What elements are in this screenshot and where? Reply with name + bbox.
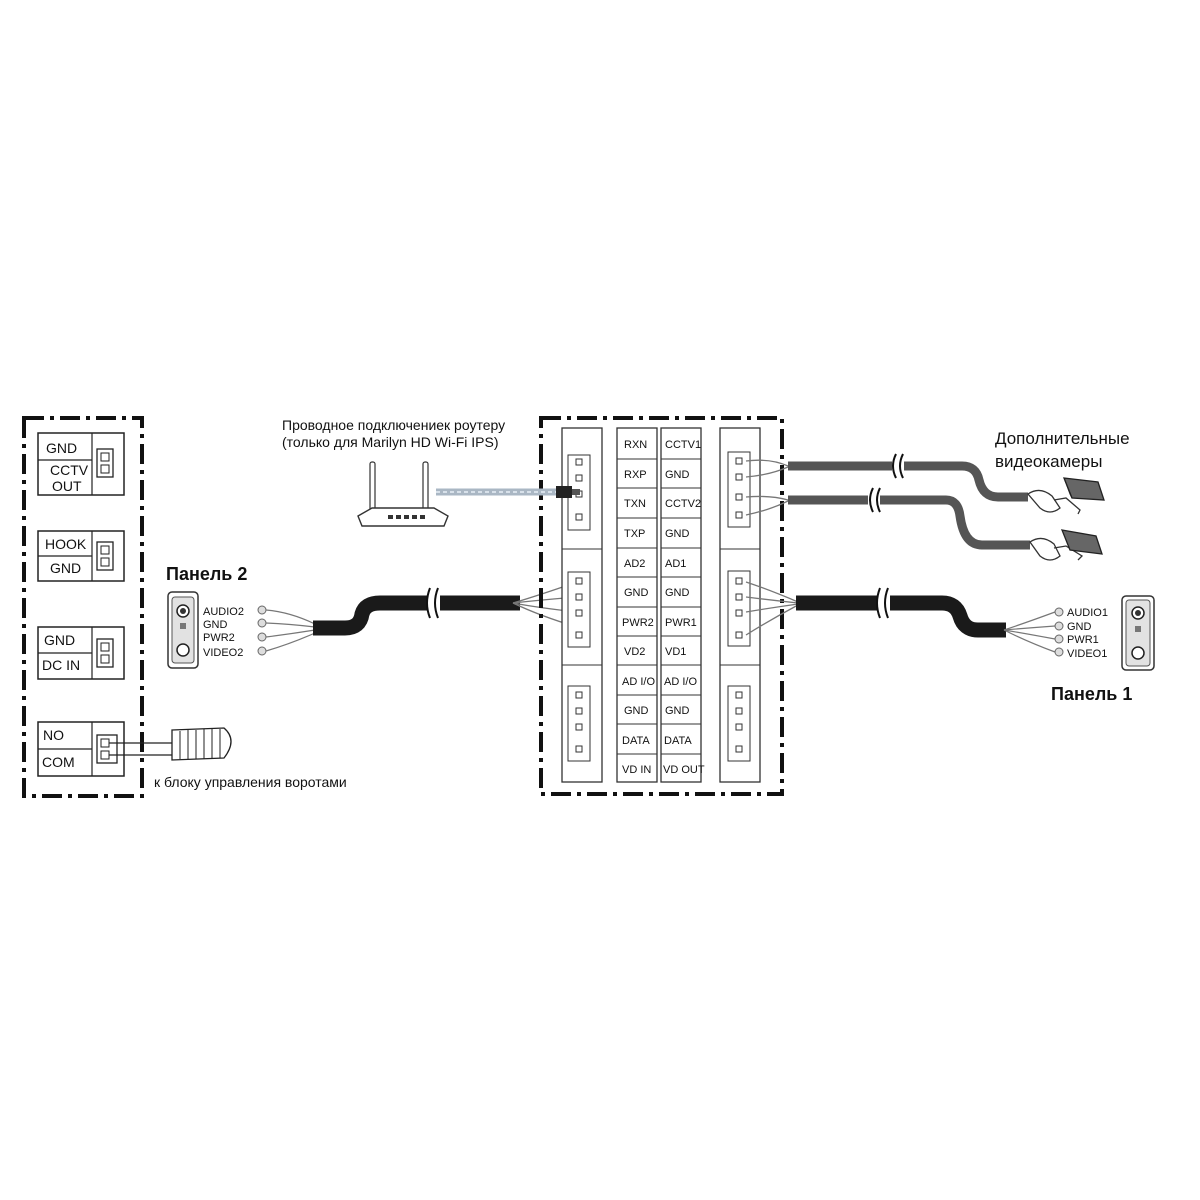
pin-gnd-l2: GND: [624, 705, 649, 717]
panel2-wire-pwr: PWR2: [203, 632, 235, 644]
pin-vdin: VD IN: [622, 764, 651, 776]
pin-vd2: VD2: [624, 646, 645, 658]
pin-pwr2: PWR2: [622, 617, 654, 629]
panel1-screw-terminals: [1054, 607, 1064, 657]
pin-gnd-r2: GND: [665, 528, 690, 540]
monitor-label-dc-gnd: GND: [44, 632, 75, 648]
gate-wires: [109, 742, 178, 756]
panel2-cable: [313, 581, 578, 636]
pin-data-r: DATA: [664, 735, 692, 747]
terminal-left-connectors: [561, 427, 603, 783]
gate-label: к блоку управления воротами: [154, 774, 347, 790]
terminal-pin-labels-right: CCTV1 GND CCTV2 GND AD1 GND PWR1 VD1 AD …: [660, 427, 705, 783]
cameras-label-line2: видеокамеры: [995, 452, 1102, 471]
panel1-title: Панель 1: [1051, 684, 1132, 704]
panel1-wire-pwr: PWR1: [1067, 634, 1099, 646]
terminal-pin-labels-left: RXN RXP TXN TXP AD2 GND PWR2 VD2 AD I/O …: [616, 427, 658, 783]
pin-pwr1: PWR1: [665, 617, 697, 629]
pin-data-l: DATA: [622, 735, 650, 747]
router-label-line1: Проводное подключениек роутеру: [282, 417, 505, 433]
gate-controller-icon: [171, 727, 232, 761]
monitor-block-dcin: GND DC IN: [37, 626, 125, 680]
pin-gnd-r1: GND: [665, 469, 690, 481]
pin-vdout: VD OUT: [663, 764, 705, 776]
panel2-device-icon: [167, 591, 199, 669]
monitor-block-cctv: GND CCTV OUT: [37, 432, 125, 496]
monitor-label-no: NO: [43, 727, 64, 743]
panel2-screw-terminals: [257, 605, 267, 656]
camera-2-icon: [1029, 529, 1103, 561]
terminal-frame: [539, 416, 784, 796]
panel2-wire-audio: AUDIO2: [203, 606, 244, 618]
monitor-label-gnd: GND: [46, 440, 77, 456]
pin-gnd-r4: GND: [665, 705, 690, 717]
pin-rxn: RXN: [624, 439, 647, 451]
monitor-label-dcin: DC IN: [42, 657, 80, 673]
pin-adio-l: AD I/O: [622, 676, 655, 688]
camera-cables: [745, 453, 1030, 550]
monitor-block-hook: HOOK GND: [37, 530, 125, 582]
panel2-title: Панель 2: [166, 564, 247, 584]
panel1-device-icon: [1121, 595, 1155, 671]
monitor-block-relay: NO COM: [37, 721, 125, 777]
panel1-cable: [745, 581, 1056, 653]
panel2-wires: [265, 609, 316, 652]
pin-cctv2: CCTV2: [665, 498, 701, 510]
pin-cctv1: CCTV1: [665, 439, 701, 451]
router-cable: [436, 486, 580, 498]
panel1-wire-gnd: GND: [1067, 621, 1092, 633]
cameras-label-line1: Дополнительные: [995, 429, 1130, 448]
monitor-label-com: COM: [42, 754, 75, 770]
camera-1-icon: [1027, 477, 1105, 515]
pin-ad2: AD2: [624, 558, 645, 570]
monitor-label-hook-gnd: GND: [50, 560, 81, 576]
pin-vd1: VD1: [665, 646, 686, 658]
router-icon: [357, 461, 449, 527]
pin-adio-r: AD I/O: [664, 676, 697, 688]
monitor-label-out: OUT: [52, 478, 82, 494]
pin-txp: TXP: [624, 528, 645, 540]
panel1-wire-audio: AUDIO1: [1067, 607, 1108, 619]
pin-ad1: AD1: [665, 558, 686, 570]
pin-gnd-r3: GND: [665, 587, 690, 599]
pin-rxp: RXP: [624, 469, 647, 481]
terminal-right-connectors: [719, 427, 761, 783]
pin-txn: TXN: [624, 498, 646, 510]
panel2-wire-gnd: GND: [203, 619, 228, 631]
panel2-wire-video: VIDEO2: [203, 647, 243, 659]
monitor-frame: [22, 416, 144, 798]
panel1-wire-video: VIDEO1: [1067, 648, 1107, 660]
monitor-label-hook: HOOK: [45, 536, 87, 552]
pin-gnd-l1: GND: [624, 587, 649, 599]
router-label-line2: (только для Marilyn HD Wi-Fi IPS): [282, 434, 499, 450]
monitor-label-cctv: CCTV: [50, 462, 89, 478]
